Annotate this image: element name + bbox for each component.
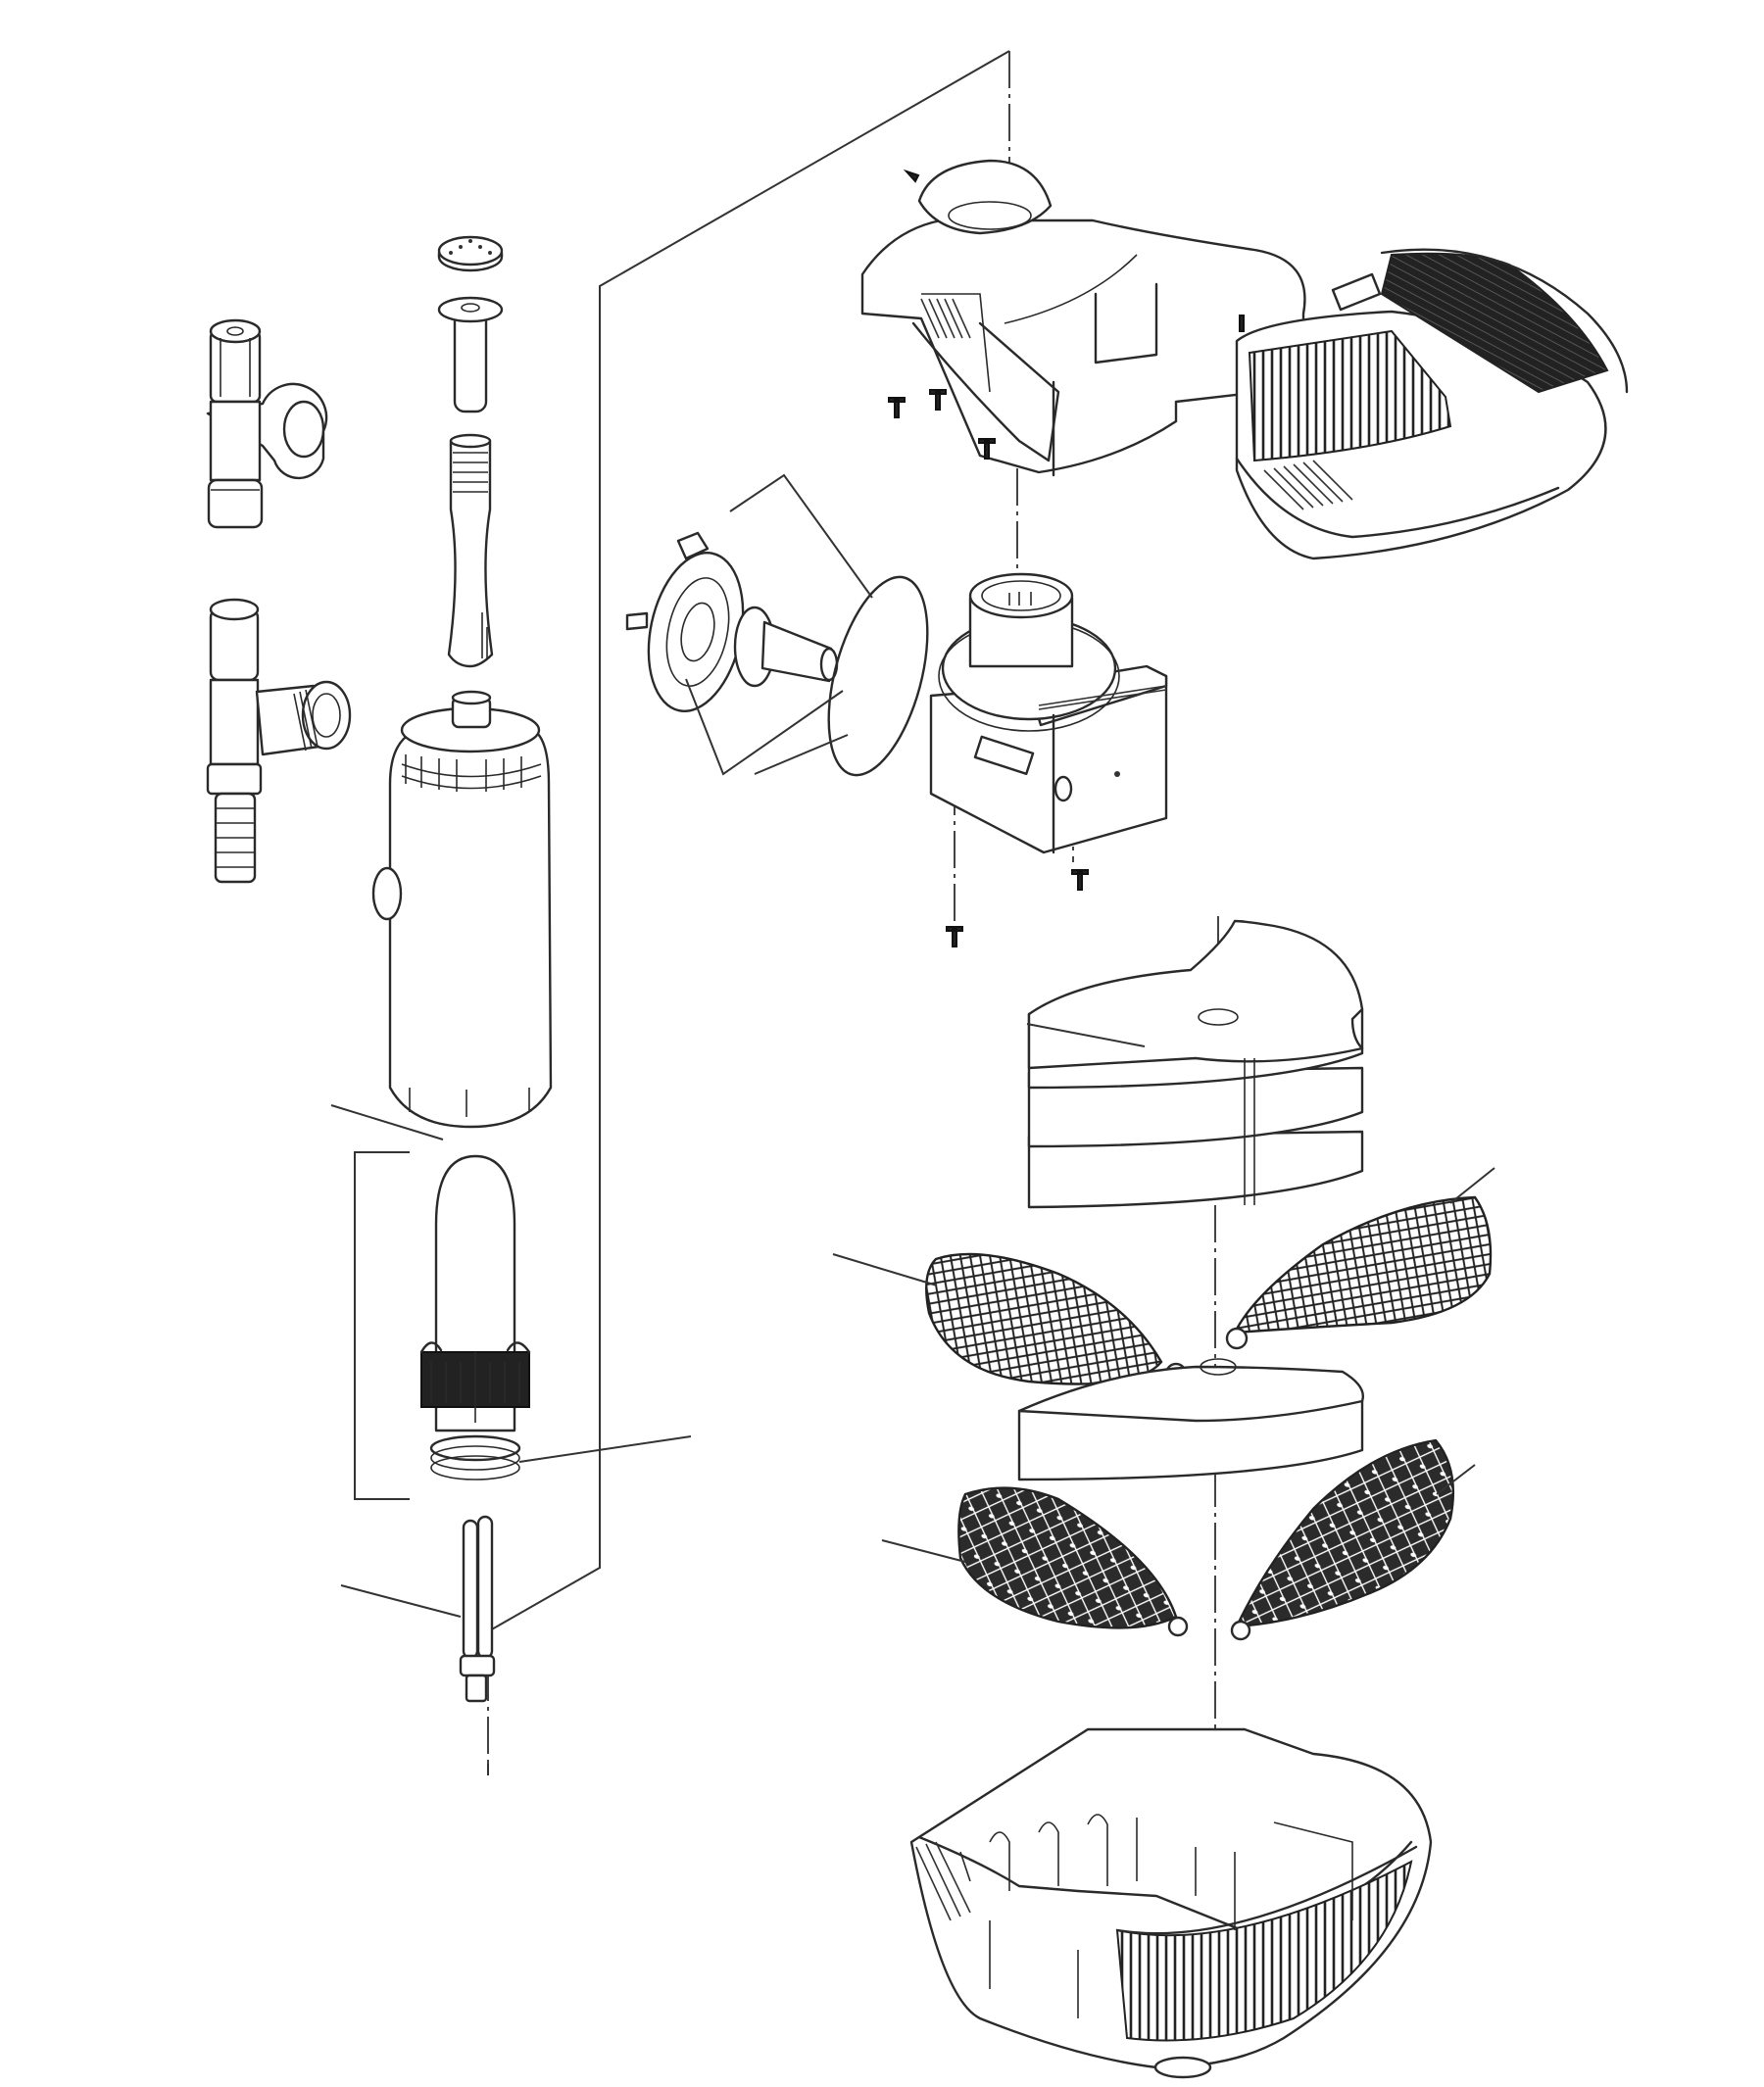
screw-icon bbox=[1071, 869, 1089, 891]
pump-o-ring bbox=[827, 575, 929, 777]
screw-icon bbox=[1239, 315, 1245, 332]
intake-grille-lid bbox=[1235, 248, 1629, 560]
threaded-tube bbox=[447, 433, 494, 668]
base-basket bbox=[909, 1727, 1433, 2079]
bio-media-bag-left bbox=[925, 1252, 1188, 1385]
leader-line-uv-lamp bbox=[340, 1584, 462, 1618]
sleeve-o-ring bbox=[429, 1434, 521, 1480]
leader-line-foam bbox=[1026, 1023, 1146, 1047]
top-cover bbox=[860, 159, 1306, 477]
screw-icon bbox=[888, 397, 906, 418]
carbon-bag-left bbox=[957, 1486, 1189, 1637]
quartz-sleeve bbox=[419, 1154, 531, 1432]
leader-line-uv-housing bbox=[330, 1104, 444, 1141]
pump-housing bbox=[929, 572, 1168, 854]
screw-icon bbox=[946, 926, 963, 947]
screws-pump-housing bbox=[946, 869, 1089, 947]
uv-sleeve-bracket bbox=[354, 1151, 410, 1500]
spray-cap bbox=[437, 235, 504, 272]
screws-top-cover bbox=[888, 169, 1245, 460]
pump-cover-plate bbox=[625, 531, 745, 712]
bio-media-bag-right bbox=[1225, 1195, 1493, 1350]
screw-icon bbox=[903, 169, 920, 183]
foam-pad-lower bbox=[1017, 1358, 1364, 1481]
leader-line-o-ring bbox=[518, 1435, 692, 1463]
uv-lamp bbox=[459, 1515, 496, 1703]
leader-line-carbon-left bbox=[881, 1539, 966, 1563]
pump-leader-lines bbox=[685, 473, 873, 776]
leader-line-pump-upper bbox=[729, 473, 873, 599]
leader-line-bio-right bbox=[1449, 1167, 1495, 1204]
carbon-bag-right bbox=[1230, 1438, 1455, 1641]
t-connector-lower bbox=[206, 598, 352, 884]
leader-line-pump-lower bbox=[685, 678, 844, 776]
foam-pads-stack bbox=[1027, 919, 1364, 1209]
impeller bbox=[733, 606, 839, 688]
leader-line-carbon-right bbox=[1436, 1464, 1476, 1495]
outlet-nozzle bbox=[437, 296, 504, 413]
leader-line-bio-left bbox=[832, 1253, 938, 1286]
screw-icon bbox=[978, 438, 996, 460]
uv-housing bbox=[371, 690, 553, 1129]
guide-line-uv-path bbox=[489, 50, 1010, 1631]
screw-icon bbox=[929, 389, 947, 411]
t-connector-upper bbox=[206, 318, 328, 529]
